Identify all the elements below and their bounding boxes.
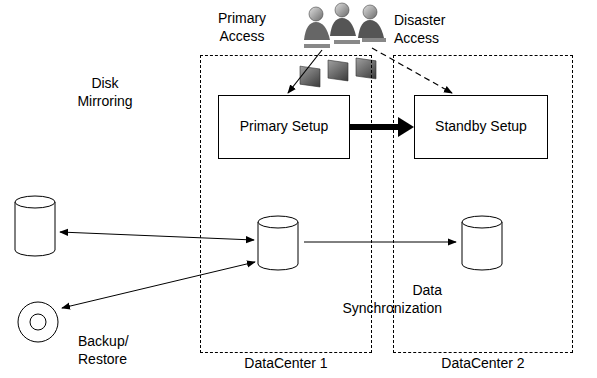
- users-icon: [300, 3, 386, 87]
- box-label: Standby Setup: [435, 118, 527, 136]
- box-label: Primary Setup: [240, 118, 329, 136]
- sync-arrow: [304, 242, 456, 243]
- process-box: Standby Setup: [414, 95, 548, 159]
- annotation-label: Disk Mirroring: [70, 75, 140, 110]
- region-caption: DataCenter 1: [201, 355, 371, 373]
- backup-arrow: [62, 262, 255, 308]
- backup-disc: [18, 302, 58, 342]
- arrow-head: [398, 117, 414, 137]
- annotation-label: Backup/ Restore: [78, 333, 138, 368]
- replication-arrow: [350, 117, 414, 137]
- standby-disk: [462, 216, 502, 270]
- mirroring-arrow: [60, 232, 254, 240]
- annotation-label: Disaster Access: [394, 12, 464, 47]
- arrow-shaft: [350, 124, 399, 130]
- annotation-label: Primary Access: [206, 10, 278, 45]
- primary-access-arrow: [288, 50, 322, 93]
- annotation-label: Data Synchronization: [318, 282, 442, 317]
- region-caption: DataCenter 2: [394, 355, 572, 373]
- process-box: Primary Setup: [218, 95, 350, 159]
- primary-disk: [258, 216, 298, 270]
- mirror-disk: [15, 196, 55, 256]
